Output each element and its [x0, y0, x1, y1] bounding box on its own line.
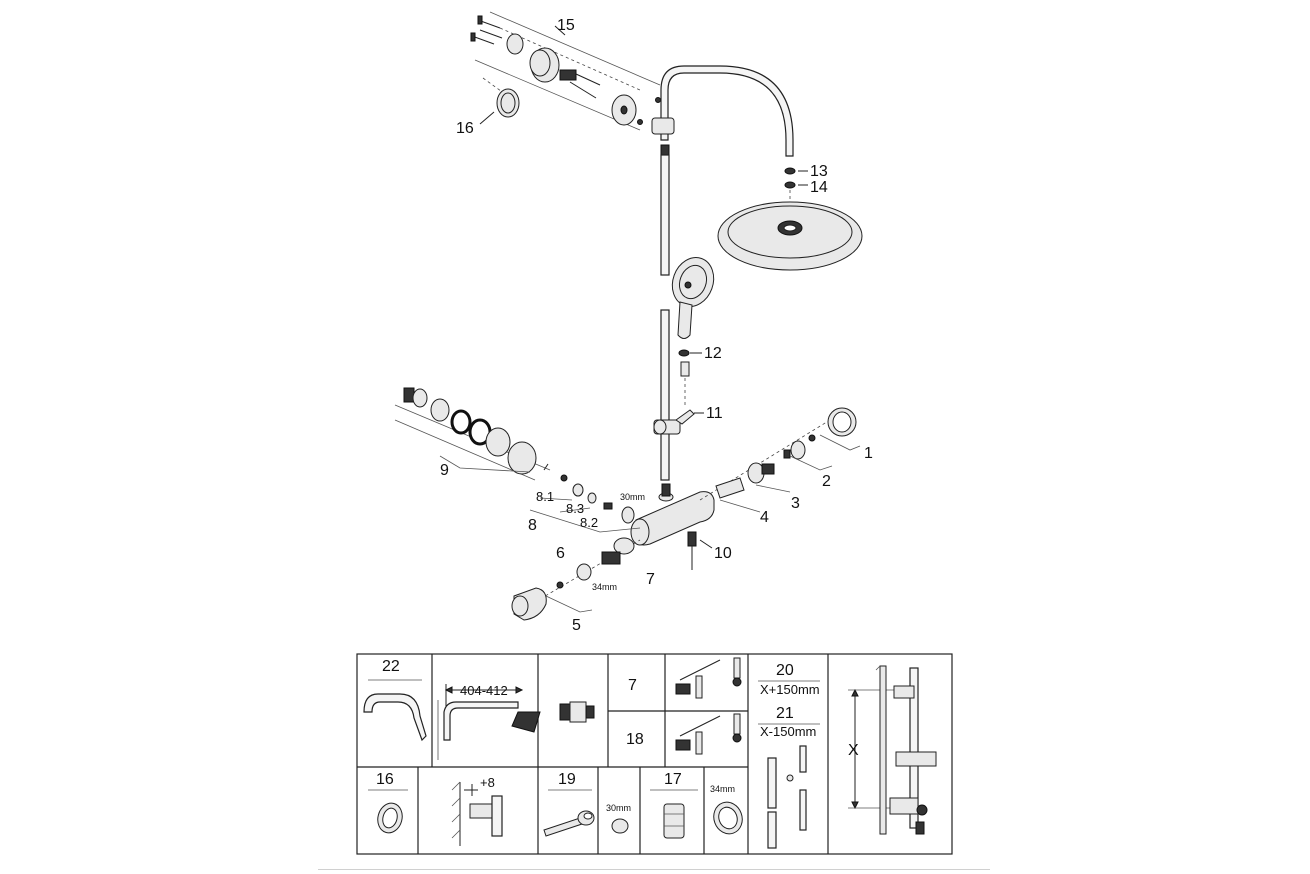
right-cartridge-assembly [699, 407, 861, 513]
shower-arm [651, 65, 794, 157]
label-8-3: 8.3 [566, 501, 584, 516]
ring-16 [479, 77, 520, 125]
label-12: 12 [704, 345, 722, 362]
label-6: 6 [556, 545, 565, 562]
label-10: 10 [714, 545, 732, 562]
table-21: 21 [776, 705, 794, 722]
label-16: 16 [456, 120, 474, 137]
footer-divider [318, 869, 990, 870]
label-3: 3 [791, 495, 800, 512]
slider-11 [653, 409, 695, 435]
label-13: 13 [810, 163, 828, 180]
nut-icon [611, 818, 629, 834]
table-21-sub: X-150mm [760, 724, 816, 739]
rail-icon [660, 154, 670, 481]
label-8: 8 [528, 517, 537, 534]
adapter-ring-icon [713, 801, 743, 835]
label-30mm: 30mm [620, 492, 645, 502]
accessory-table [356, 653, 953, 855]
wall-offset-icon [451, 781, 503, 846]
label-4: 4 [760, 509, 769, 526]
wrench-icon [543, 810, 595, 837]
label-8-2: 8.2 [580, 515, 598, 530]
table-plus8: +8 [480, 775, 495, 790]
table-19-dim: 30mm [606, 803, 631, 813]
ring-icon [377, 802, 403, 834]
table-19: 19 [558, 771, 576, 788]
grease-icon [663, 803, 685, 839]
label-7: 7 [646, 571, 655, 588]
wall-bracket-assembly [470, 11, 661, 131]
hand-shower-icon [671, 257, 715, 405]
label-9: 9 [440, 462, 449, 479]
shower-head-icon [717, 167, 863, 271]
thermometer-icon [675, 657, 742, 755]
mixer-icon [630, 483, 715, 570]
label-34mm: 34mm [592, 582, 617, 592]
label-2: 2 [822, 473, 831, 490]
table-x: X [848, 742, 859, 759]
table-18: 18 [626, 731, 644, 748]
arm-pipe-icon [363, 693, 427, 742]
x-dimension [848, 665, 937, 835]
table-17-dim: 34mm [710, 784, 735, 794]
table-17: 17 [664, 771, 682, 788]
label-8-1: 8.1 [536, 489, 554, 504]
table-22: 22 [382, 658, 400, 675]
table-20: 20 [776, 662, 794, 679]
label-1: 1 [864, 445, 873, 462]
rail-segments-icon [767, 745, 807, 849]
left-cartridge-assembly [394, 387, 641, 533]
label-5: 5 [572, 617, 581, 634]
label-15: 15 [557, 17, 575, 34]
label-14: 14 [810, 179, 828, 196]
cartridge-icon [559, 701, 595, 723]
bottom-cartridge-assembly [511, 537, 641, 621]
table-7: 7 [628, 677, 637, 694]
arm-dimension [437, 684, 541, 760]
table-16: 16 [376, 771, 394, 788]
table-dim-range: 404-412 [460, 683, 508, 698]
label-11: 11 [706, 405, 723, 422]
table-20-sub: X+150mm [760, 682, 820, 697]
